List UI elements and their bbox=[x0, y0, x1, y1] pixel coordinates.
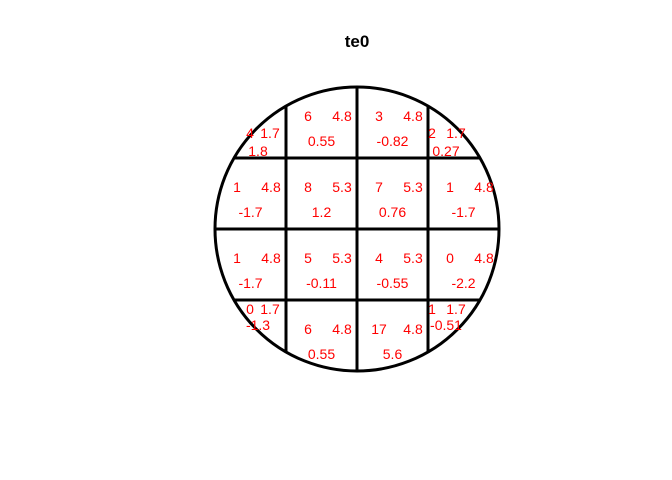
cell-count: 1 bbox=[233, 179, 241, 195]
cell-count: 1 bbox=[233, 250, 241, 266]
cell-residual: -1.3 bbox=[246, 317, 270, 333]
plot-title: te0 bbox=[345, 32, 370, 51]
cell-count: 17 bbox=[371, 321, 387, 337]
cell-expected: 5.3 bbox=[403, 250, 423, 266]
cell-residual: -2.2 bbox=[451, 275, 475, 291]
cell-count: 5 bbox=[304, 250, 312, 266]
cell-count: 2 bbox=[428, 125, 436, 141]
cell-expected: 1.7 bbox=[260, 125, 280, 141]
cell-expected: 5.3 bbox=[332, 179, 352, 195]
cell-count: 0 bbox=[446, 250, 454, 266]
cell-expected: 4.8 bbox=[261, 250, 281, 266]
cell-residual: 0.55 bbox=[308, 346, 335, 362]
cell-count: 3 bbox=[375, 108, 383, 124]
cell-residual: -1.7 bbox=[451, 204, 475, 220]
cell-residual: -0.55 bbox=[377, 275, 409, 291]
window-circle bbox=[213, 85, 501, 373]
cell-expected: 4.8 bbox=[403, 108, 423, 124]
cell-count: 6 bbox=[304, 108, 312, 124]
cell-residual: 5.6 bbox=[383, 346, 403, 362]
cell-residual: -1.7 bbox=[238, 204, 262, 220]
cell-labels: 4 1.7 1.8 6 4.8 0.55 3 4.8 -0.82 2 1.7 0.27 1 4.8 -1.7… bbox=[233, 108, 494, 362]
cell-residual: 0.76 bbox=[379, 204, 406, 220]
cell-expected: 1.7 bbox=[446, 125, 466, 141]
cell-expected: 4.8 bbox=[332, 321, 352, 337]
cell-residual: -1.7 bbox=[238, 275, 262, 291]
cell-count: 0 bbox=[246, 301, 254, 317]
cell-expected: 1.7 bbox=[260, 301, 280, 317]
cell-residual: 1.2 bbox=[312, 204, 332, 220]
cell-count: 1 bbox=[446, 179, 454, 195]
cell-residual: 1.8 bbox=[248, 143, 268, 159]
cell-count: 4 bbox=[375, 250, 383, 266]
grid-lines bbox=[215, 87, 499, 371]
cell-count: 8 bbox=[304, 179, 312, 195]
cell-expected: 4.8 bbox=[261, 179, 281, 195]
cell-expected: 5.3 bbox=[403, 179, 423, 195]
cell-count: 6 bbox=[304, 321, 312, 337]
cell-residual: 0.27 bbox=[432, 143, 459, 159]
cell-count: 7 bbox=[375, 179, 383, 195]
cell-residual: -0.11 bbox=[306, 275, 337, 291]
cell-expected: 1.7 bbox=[446, 301, 466, 317]
cell-count: 1 bbox=[428, 301, 436, 317]
cell-count: 4 bbox=[246, 125, 254, 141]
cell-expected: 5.3 bbox=[332, 250, 352, 266]
cell-expected: 4.8 bbox=[403, 321, 423, 337]
cell-residual: -0.51 bbox=[430, 317, 462, 333]
cell-expected: 4.8 bbox=[332, 108, 352, 124]
cell-expected: 4.8 bbox=[474, 250, 494, 266]
cell-residual: 0.55 bbox=[308, 133, 335, 149]
cell-expected: 4.8 bbox=[474, 179, 494, 195]
cell-residual: -0.82 bbox=[377, 133, 409, 149]
